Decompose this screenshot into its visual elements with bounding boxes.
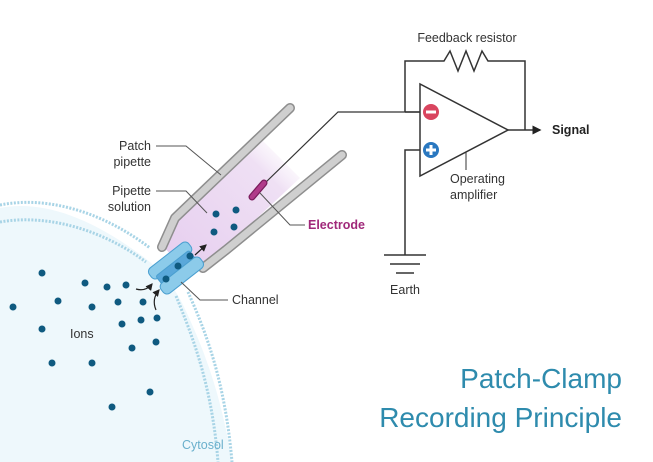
ions-group bbox=[9, 206, 240, 411]
cytosol-label: Cytosol bbox=[182, 438, 224, 452]
plus-circle-icon bbox=[423, 142, 439, 158]
ion bbox=[212, 210, 220, 218]
leader-channel bbox=[180, 281, 228, 301]
minus-circle-icon bbox=[423, 104, 439, 120]
ion bbox=[81, 279, 89, 287]
ion bbox=[139, 298, 147, 306]
operating-amplifier-label-line2: amplifier bbox=[450, 188, 497, 202]
ion bbox=[162, 275, 170, 283]
electrode-wire bbox=[263, 111, 420, 185]
ion bbox=[146, 388, 154, 396]
feedback-wire bbox=[404, 48, 526, 130]
signal-label: Signal bbox=[552, 123, 590, 137]
circuit bbox=[384, 48, 542, 274]
ion bbox=[48, 359, 56, 367]
leader-pipette-solution bbox=[156, 190, 208, 214]
patch-pipette bbox=[157, 103, 347, 273]
ion-flow-arrow bbox=[135, 283, 153, 291]
ion bbox=[153, 314, 161, 322]
earth-label: Earth bbox=[390, 283, 420, 297]
ion bbox=[54, 297, 62, 305]
ion bbox=[210, 228, 218, 236]
leader-electrode bbox=[259, 192, 305, 226]
cytosol-region bbox=[0, 205, 232, 462]
ion bbox=[186, 252, 194, 260]
ion bbox=[152, 338, 160, 346]
ions-label: Ions bbox=[70, 327, 94, 341]
earth-icon bbox=[384, 254, 426, 274]
ion bbox=[9, 303, 17, 311]
membrane-outer bbox=[0, 200, 151, 250]
op-amp bbox=[419, 82, 510, 178]
ion-flow-arrow bbox=[194, 244, 207, 256]
ion bbox=[122, 281, 130, 289]
patch-pipette-label-line2: pipette bbox=[113, 155, 151, 169]
pipette-solution bbox=[163, 140, 300, 276]
title-line2: Recording Principle bbox=[379, 402, 622, 433]
cell bbox=[0, 200, 234, 462]
channel-label: Channel bbox=[232, 293, 279, 307]
ion bbox=[103, 283, 111, 291]
ion bbox=[38, 269, 46, 277]
pipette-solution-label-line2: solution bbox=[108, 200, 151, 214]
ion bbox=[38, 325, 46, 333]
ion bbox=[88, 303, 96, 311]
pipette-solution-label-line1: Pipette bbox=[112, 184, 151, 198]
ion bbox=[118, 320, 126, 328]
leader-patch-pipette bbox=[156, 145, 222, 176]
feedback-resistor-label: Feedback resistor bbox=[417, 31, 516, 45]
ion bbox=[174, 262, 182, 270]
ion bbox=[108, 403, 116, 411]
ion bbox=[232, 206, 240, 214]
title-line1: Patch-Clamp bbox=[460, 363, 622, 394]
ion-flow-arrow bbox=[152, 289, 160, 311]
ion bbox=[137, 316, 145, 324]
ion bbox=[128, 344, 136, 352]
earth-wire bbox=[404, 149, 420, 255]
patch-pipette-label-line1: Patch bbox=[119, 139, 151, 153]
membrane-inner-right bbox=[174, 295, 220, 462]
ion bbox=[88, 359, 96, 367]
ion bbox=[230, 223, 238, 231]
operating-amplifier-label-line1: Operating bbox=[450, 172, 505, 186]
ion bbox=[114, 298, 122, 306]
membrane-outer-right bbox=[186, 291, 234, 462]
electrode-label: Electrode bbox=[308, 218, 365, 232]
